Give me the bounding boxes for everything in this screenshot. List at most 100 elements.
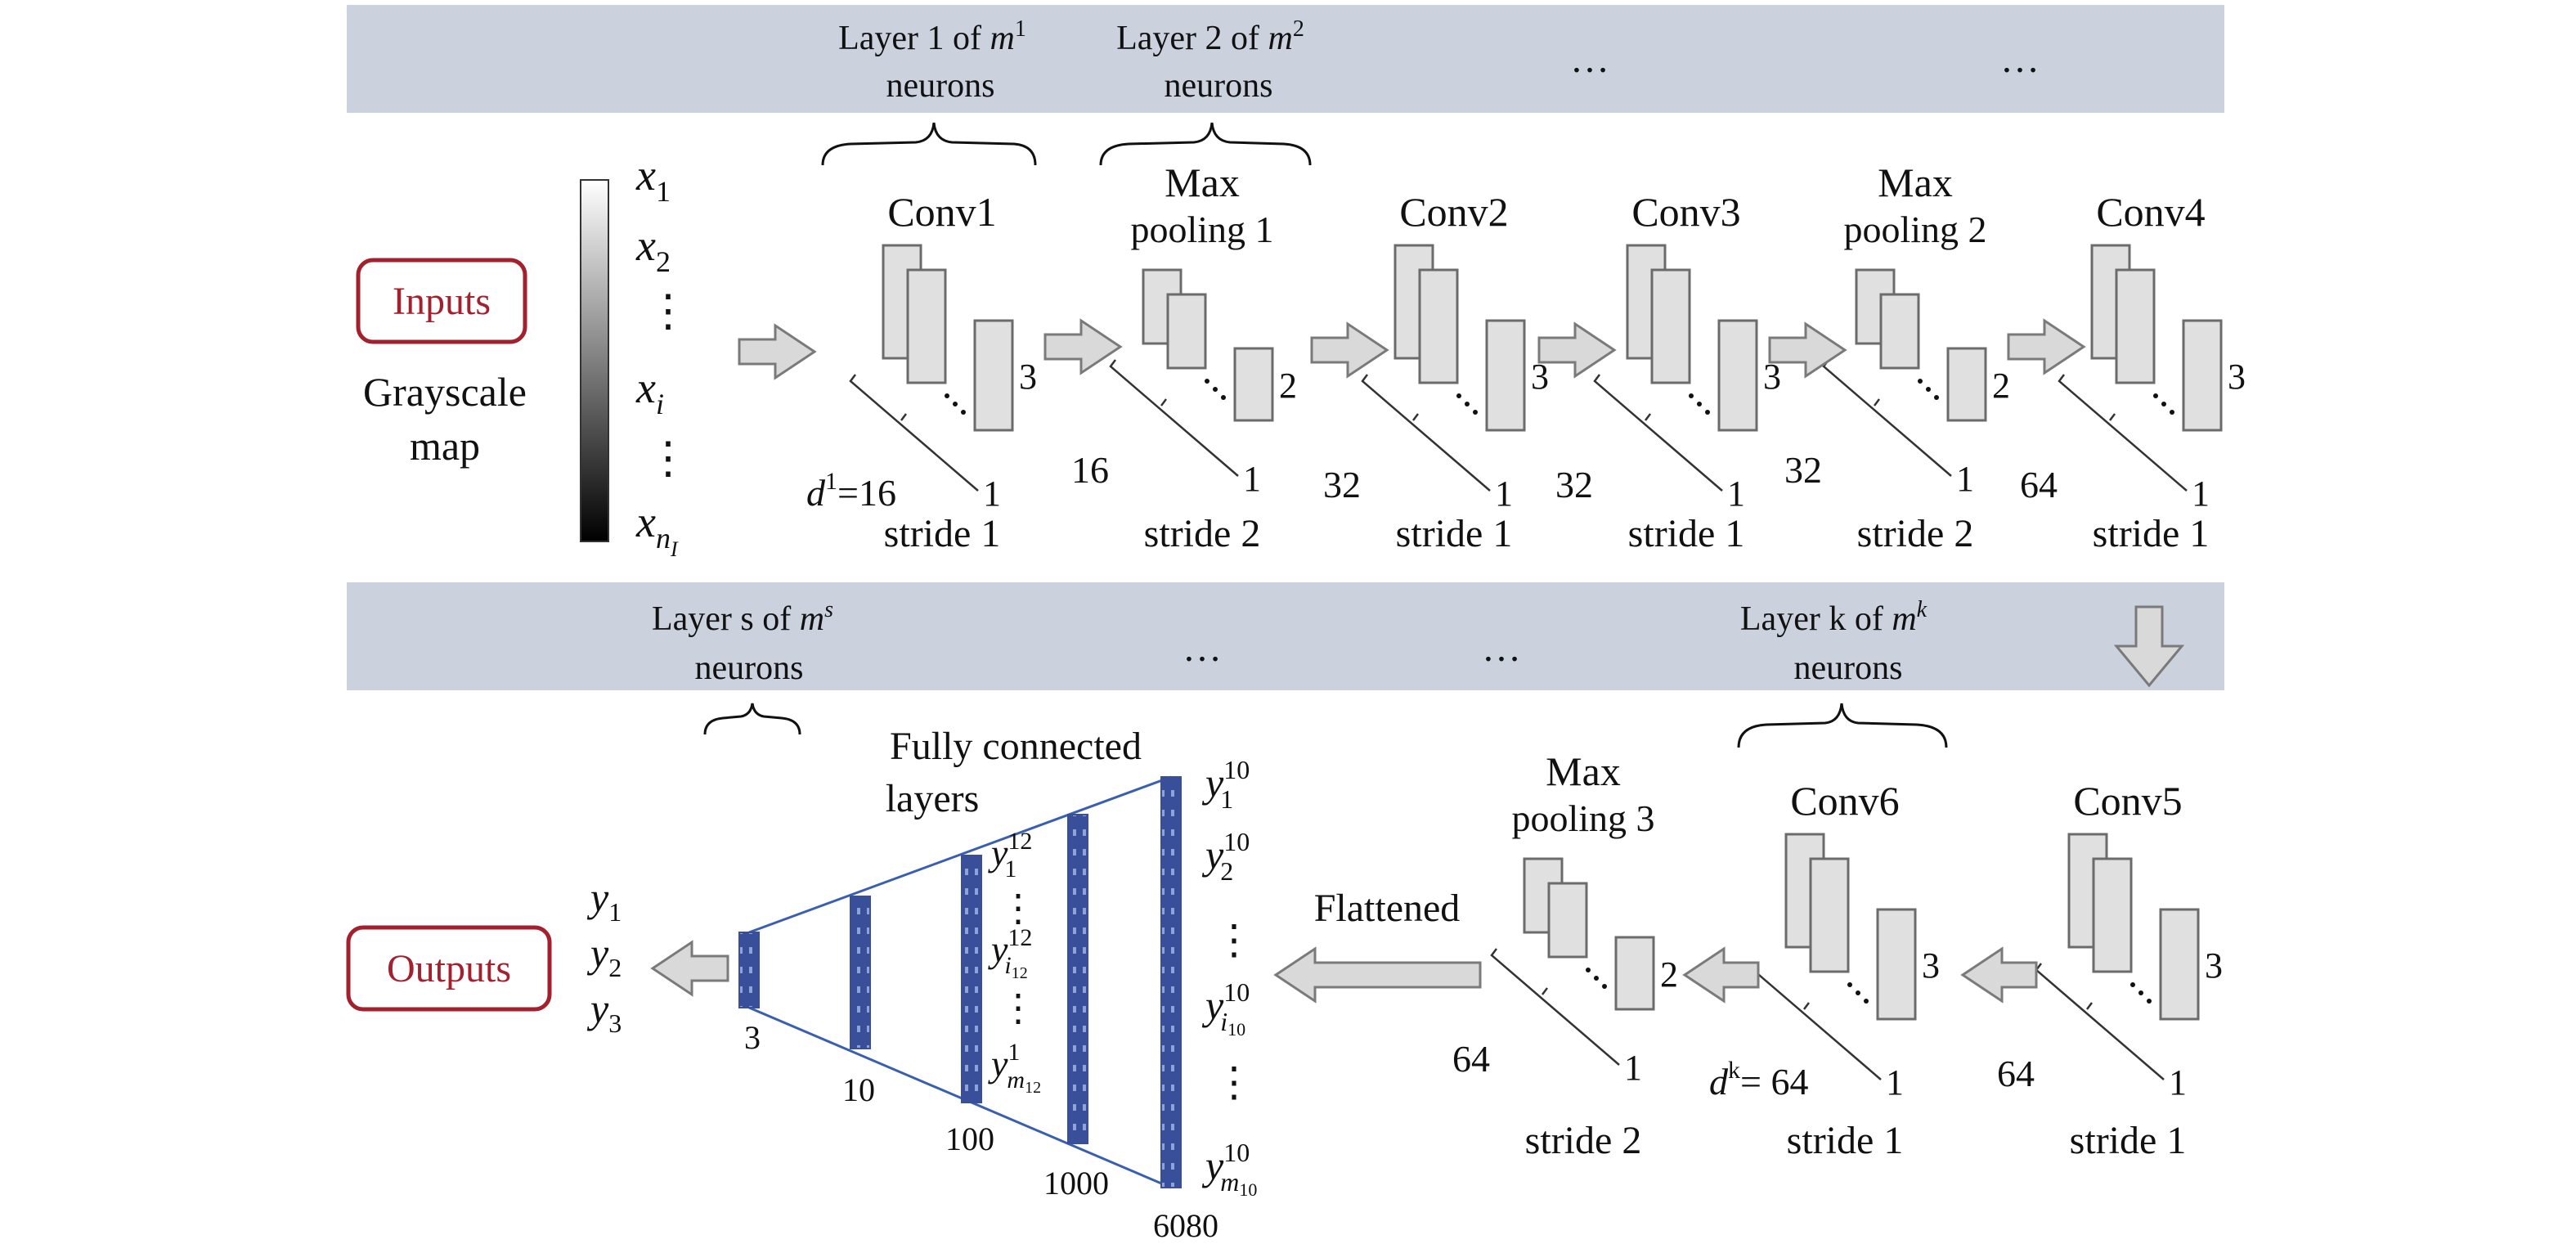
top-diag-dot: [1934, 395, 1939, 400]
fc-top-edge: [748, 775, 1172, 934]
top-diag-dot: [1465, 402, 1470, 406]
top-channel-number: 16: [1071, 449, 1109, 491]
grayscale-label-2: map: [410, 423, 480, 469]
fc-layer-bar-6080: [1160, 776, 1182, 1188]
top-band: [347, 5, 2224, 113]
svg-text:neurons: neurons: [695, 649, 804, 687]
top-stride-label: stride 2: [1144, 512, 1261, 555]
svg-text:⋮: ⋮: [646, 433, 690, 483]
top-diag-dot: [1918, 379, 1923, 384]
fc-label-line2: layers: [886, 777, 980, 820]
bottom-feature-map-last: [1614, 936, 1655, 1011]
top-feature-map-2: [1166, 293, 1207, 370]
top-stage-name-line2: pooling 2: [1843, 209, 1986, 250]
top-bracket-tick: [900, 413, 907, 421]
top-feature-map-2: [906, 268, 947, 384]
top-channel-number: 32: [1555, 464, 1593, 505]
outputs-box: [346, 925, 552, 1012]
top-diag-dot: [961, 410, 966, 415]
top-band-layer2-label: Layer 2 of m2 neurons: [1116, 16, 1304, 105]
brace-layer2: [1099, 122, 1312, 166]
top-stage-name: Conv2: [1399, 189, 1508, 235]
svg-text:neurons: neurons: [886, 67, 995, 105]
outputs-label: Outputs: [387, 947, 511, 990]
svg-text:⋮: ⋮: [999, 887, 1037, 929]
bottom-band: [347, 582, 2224, 690]
top-depth-bracket: [1593, 374, 1723, 492]
top-feature-map-2: [2115, 268, 2156, 384]
bottom-channel-number: 64: [1452, 1038, 1490, 1080]
fc-layer-size-label: 1000: [1043, 1165, 1109, 1201]
svg-text:xnI: xnI: [635, 497, 679, 561]
fc-layer-size-label: 3: [744, 1019, 761, 1056]
svg-text:⋮: ⋮: [999, 987, 1037, 1029]
bottom-depth-number: 2: [1660, 954, 1678, 995]
flattened-label: Flattened: [1314, 887, 1461, 930]
inputs-box: [356, 258, 527, 344]
top-diag-dot: [1473, 410, 1478, 415]
bottom-bracket-tick: [2086, 1002, 2093, 1010]
arrow-conv2-to-conv3: [1537, 321, 1617, 379]
top-feature-map-last: [1717, 319, 1758, 432]
fc-layer-size-label: 6080: [1153, 1207, 1218, 1244]
bottom-depth-number: 3: [1922, 945, 1940, 986]
top-depth-bracket: [1361, 374, 1491, 492]
bottom-diag-dot: [1847, 982, 1852, 987]
top-feature-map-2: [1418, 268, 1459, 384]
top-diag-dot: [953, 402, 958, 406]
flow-arrows: [650, 318, 2185, 1004]
bottom-stride-label: stride 2: [1525, 1119, 1642, 1162]
bottom-diag-dot: [1856, 990, 1860, 995]
bottom-feature-map-2: [1809, 857, 1850, 973]
top-feature-map-2: [1650, 268, 1691, 384]
top-channel-number: 32: [1784, 449, 1822, 491]
arrow-conv5-to-conv6: [1960, 946, 2038, 1004]
top-depth-number: 3: [1531, 357, 1549, 397]
top-diag-dot: [945, 393, 949, 398]
top-diag-dot: [1697, 402, 1702, 406]
bottom-feature-map-2: [1547, 882, 1588, 959]
bottom-bracket-tick: [1542, 987, 1548, 995]
bottom-feature-map-2: [2092, 857, 2133, 973]
top-depth-number: 3: [1763, 357, 1781, 397]
bottom-bracket-tick: [1803, 1002, 1810, 1010]
svg-text:⋮: ⋮: [646, 286, 690, 335]
top-one-label: 1: [1956, 459, 1974, 499]
top-diag-dot: [2153, 393, 2158, 398]
bottom-d-label: dk= 64: [1709, 1057, 1808, 1103]
top-one-label: 1: [1495, 474, 1513, 514]
top-bracket-tick: [1645, 413, 1651, 421]
top-channel-number: 64: [2020, 464, 2058, 505]
svg-text:xi: xi: [635, 363, 664, 420]
fc-layer-bar-100: [961, 855, 982, 1103]
top-stage-name: Max: [1165, 159, 1240, 205]
bottom-band-ellipsis-1: …: [1183, 626, 1222, 670]
inputs-label: Inputs: [393, 280, 491, 323]
fc-layer-bar-1000: [1067, 814, 1088, 1144]
top-one-label: 1: [1727, 474, 1745, 514]
arrow-fc-to-outputs: [650, 940, 729, 997]
bottom-depth-number: 3: [2205, 945, 2223, 986]
top-feature-map-last: [2182, 319, 2223, 432]
top-diag-dot: [1205, 379, 1209, 384]
top-feature-map-last: [1946, 347, 1987, 422]
top-depth-bracket: [2058, 374, 2188, 492]
top-depth-number: 3: [1019, 357, 1037, 397]
top-stride-label: stride 2: [1857, 512, 1974, 555]
bottom-stage-name: Max: [1546, 748, 1621, 794]
bottom-diag-dot: [2138, 990, 2143, 995]
brace-layer-s: [703, 703, 801, 735]
grayscale-bar: [580, 179, 609, 542]
svg-text:y2: y2: [586, 930, 622, 982]
top-depth-number: 2: [1992, 366, 2010, 406]
top-bracket-tick: [1160, 398, 1167, 406]
output-variables: y1 y2 y3: [586, 874, 622, 1038]
